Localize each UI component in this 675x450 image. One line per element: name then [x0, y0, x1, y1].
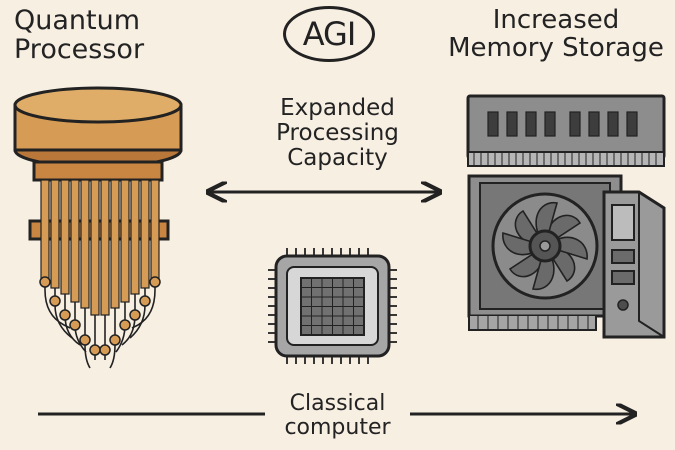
graphics-card-icon — [467, 174, 623, 331]
computer-tower-icon — [602, 190, 666, 339]
quantum-processor-icon — [13, 86, 183, 369]
agi-badge: AGI — [283, 6, 375, 62]
right-title: Increased Memory Storage — [448, 5, 664, 64]
memory-module-icon — [466, 94, 666, 167]
left-title: Quantum Processor — [14, 5, 145, 66]
agi-badge-text: AGI — [302, 15, 357, 53]
classical-computer-label: Classical computer — [284, 391, 391, 440]
expanded-processing-label: Expanded Processing Capacity — [276, 95, 399, 171]
cpu-chip-icon — [268, 248, 397, 364]
